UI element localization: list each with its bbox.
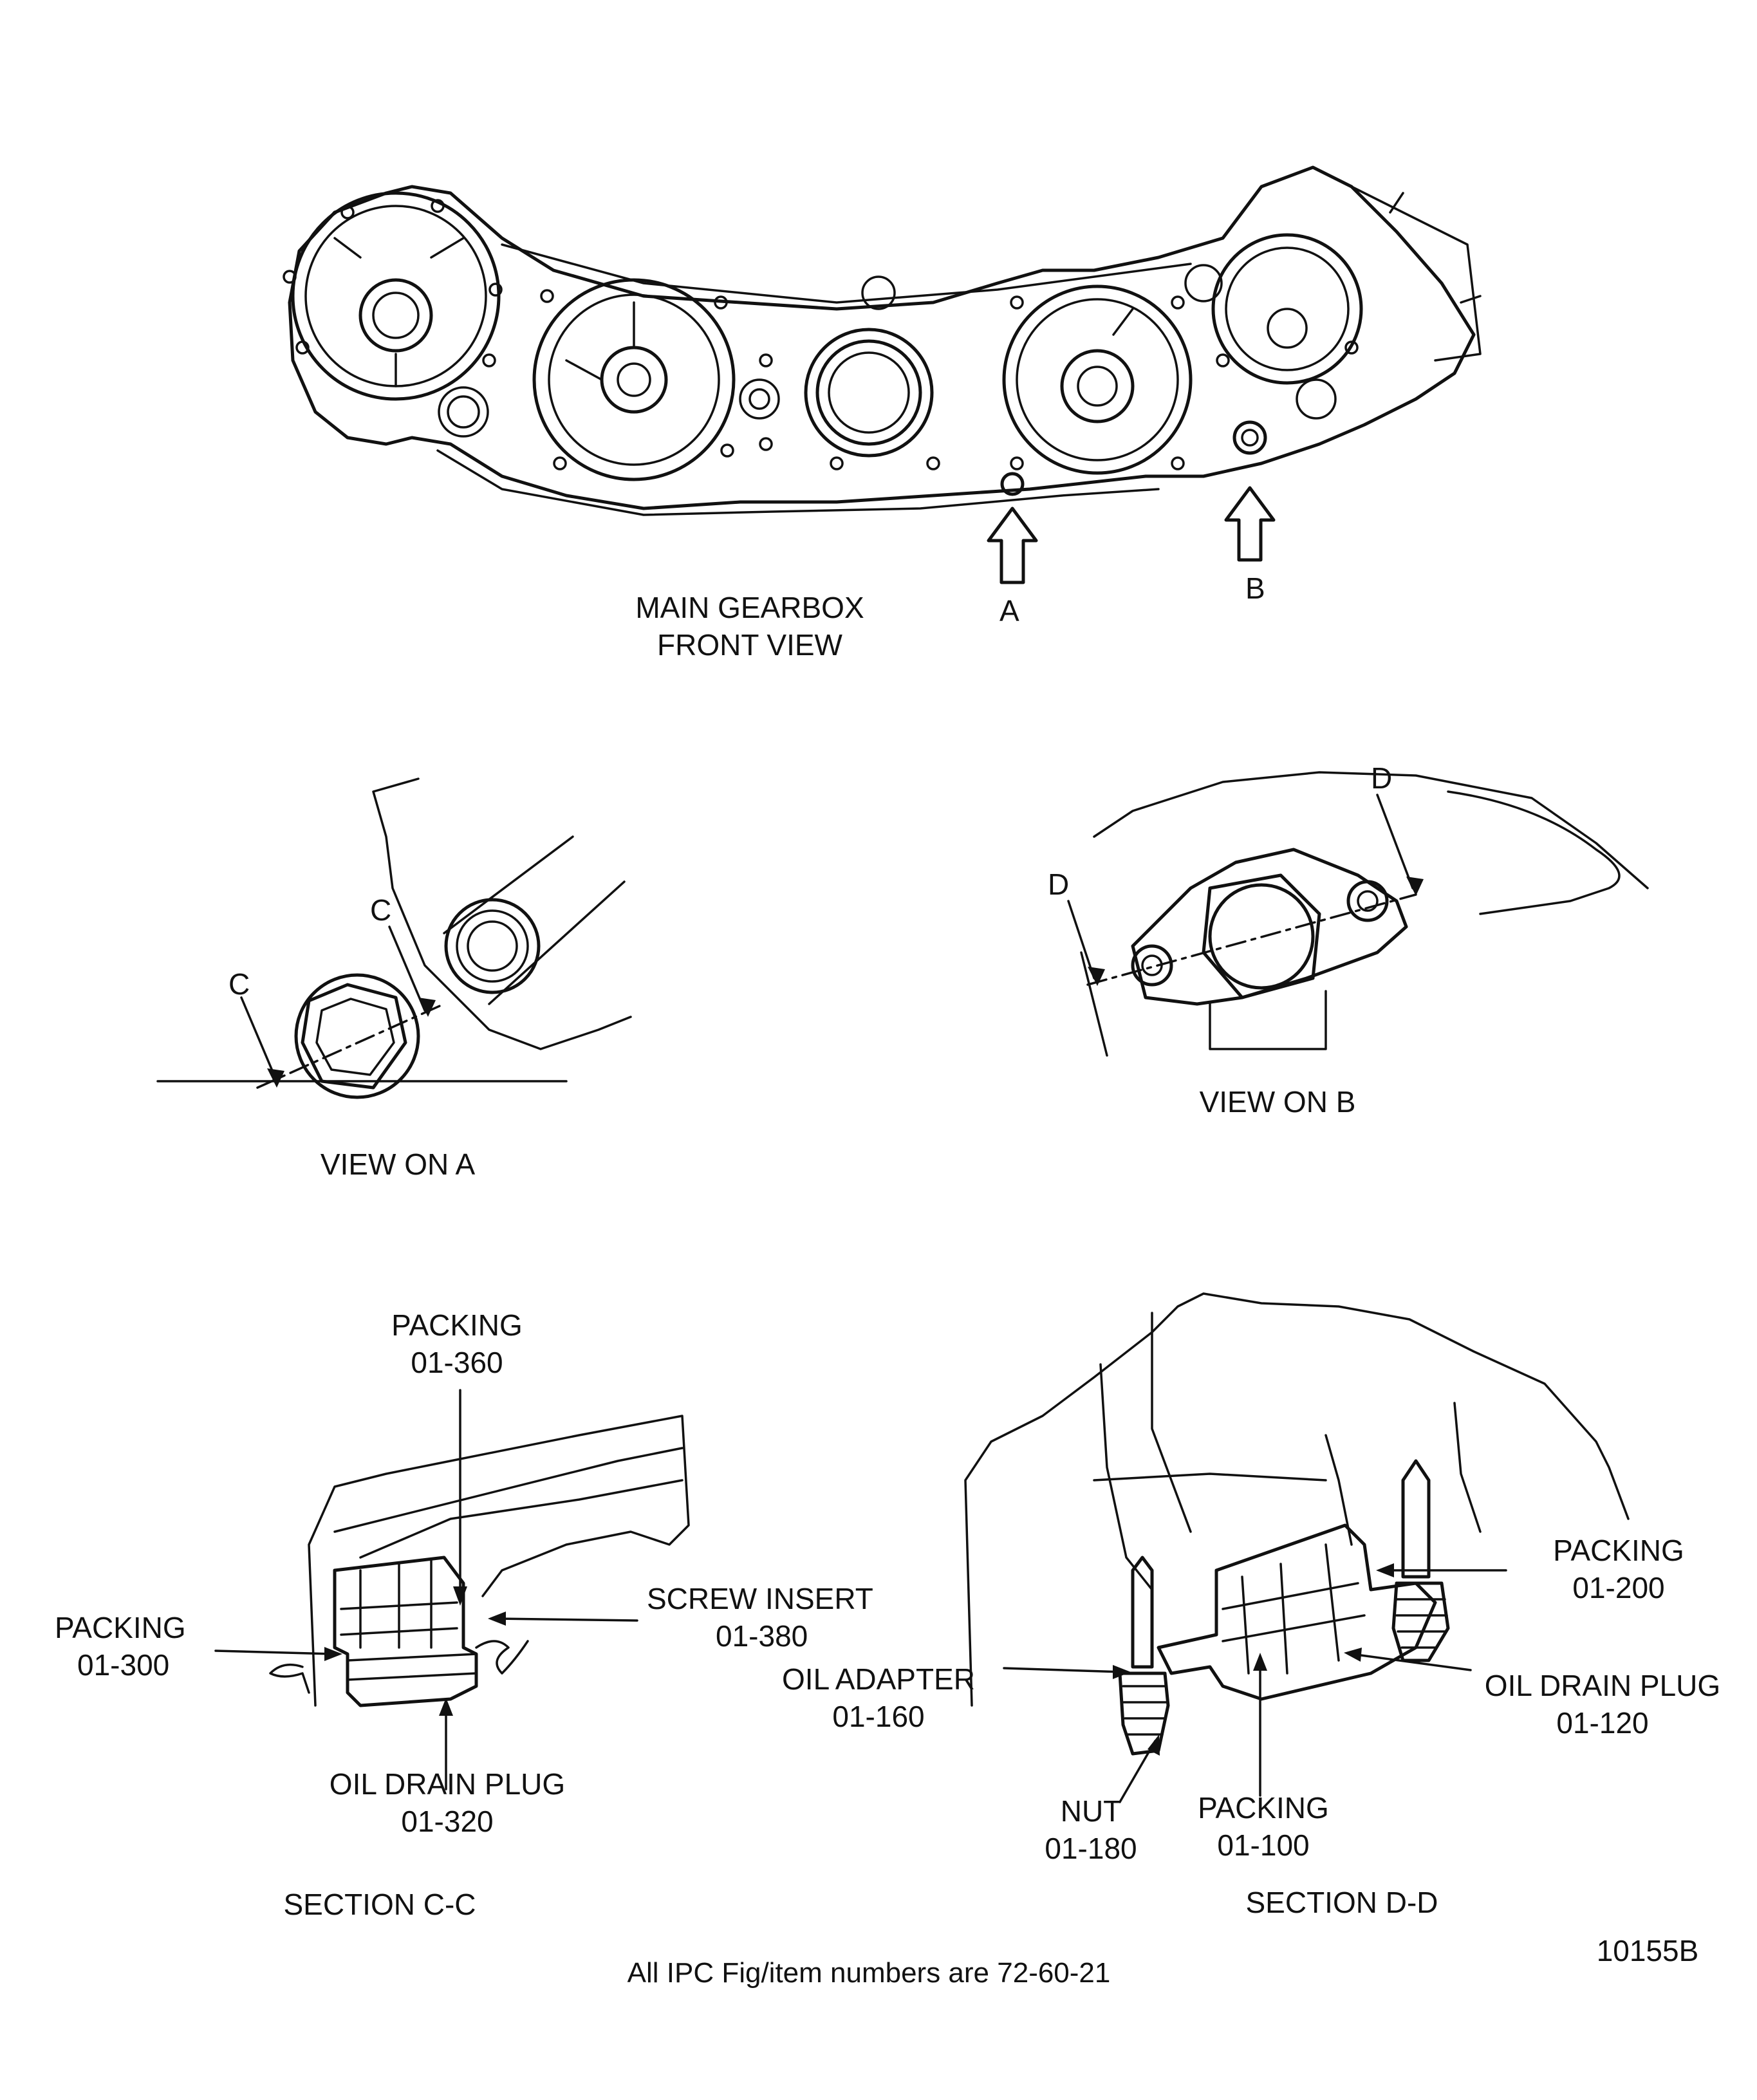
view-a-cut-label-right: C [370,893,391,927]
oil-drain-plug-120-name: OIL DRAIN PLUG [1485,1669,1720,1702]
housing-upper-rib [501,243,1192,304]
footer-note: All IPC Fig/item numbers are 72-60-21 [628,1957,1111,1989]
view-b-cut-label-left: D [1048,868,1069,901]
view-b-mounting-flange [1131,848,1408,1006]
view-a-cut-label-left: C [228,967,250,1001]
screw-insert-name: SCREW INSERT [647,1582,873,1615]
second-accessory-pad [532,278,736,481]
section-dd-oil-adapter [1157,1523,1437,1701]
section-c-c: PACKING 01-360 SCREW INSERT 01-380 PACKI… [55,1308,873,1921]
main-view-title-line2: FRONT VIEW [657,628,843,662]
view-on-a: C C VIEW ON A [156,777,632,1181]
oil-drain-plug-320-number: 01-320 [401,1805,493,1838]
main-gearbox-front-view: A B MAIN GEARBOX FRONT VIEW [283,165,1482,662]
nut-name: NUT [1061,1794,1122,1828]
packing-300-number: 01-300 [77,1648,169,1682]
view-on-b: D D VIEW ON B [1048,761,1649,1119]
view-arrow-b [1224,486,1276,562]
view-b-title: VIEW ON B [1200,1085,1356,1119]
view-a-drain-plug [294,973,420,1099]
section-cc-lockwire [475,1640,529,1675]
view-arrow-a [987,506,1038,584]
section-cc-housing [308,1415,690,1707]
packing-360-number: 01-360 [411,1346,503,1379]
view-b-bolt-left [1131,944,1173,987]
oil-drain-plug-120-number: 01-120 [1556,1706,1648,1740]
packing-200-number: 01-200 [1572,1571,1664,1604]
packing-100-name: PACKING [1198,1791,1329,1825]
figure-number: 10155B [1597,1934,1699,1967]
nut-number: 01-180 [1045,1832,1137,1865]
oil-adapter-number: 01-160 [832,1700,924,1733]
section-dd-right-stud [1401,1459,1431,1579]
view-a-port [444,898,541,994]
packing-100-number: 01-100 [1217,1828,1309,1862]
section-line-c [256,1003,445,1089]
drain-plug-location-b [1232,420,1267,455]
packing-300-name: PACKING [55,1611,186,1644]
bolt-holes [283,199,1359,470]
view-b-bolt-right [1346,880,1389,922]
view-a-housing-edge [372,777,632,1050]
arrow-label-b: B [1245,571,1265,605]
oil-drain-plug-320-name: OIL DRAIN PLUG [330,1767,565,1801]
arrow-label-a: A [999,594,1019,627]
section-dd-title: SECTION D-D [1246,1886,1438,1919]
view-b-housing-edge [1093,771,1649,889]
gearbox-housing-outline [288,165,1476,510]
packing-200-name: PACKING [1553,1534,1684,1567]
section-dd-left-stud [1131,1556,1154,1669]
oil-adapter-name: OIL ADAPTER [782,1662,975,1696]
screw-insert-number: 01-380 [716,1619,808,1653]
section-d-d: PACKING 01-200 OIL ADAPTER 01-160 OIL DR… [782,1292,1720,1919]
view-a-title: VIEW ON A [321,1148,476,1181]
section-cc-title: SECTION C-C [284,1888,476,1921]
drain-plug-location-a [1000,472,1025,496]
main-view-title-line1: MAIN GEARBOX [635,591,864,624]
left-accessory-pad [291,191,501,438]
packing-360-name: PACKING [391,1308,523,1342]
section-dd-housing [964,1292,1630,1707]
fourth-accessory-pad [1002,284,1193,475]
center-accessory-pad [739,275,934,458]
right-accessory-pad [1184,185,1482,420]
view-b-cut-label-right: D [1371,761,1392,795]
section-line-d [1086,893,1417,986]
housing-lower-flange [436,449,1160,516]
